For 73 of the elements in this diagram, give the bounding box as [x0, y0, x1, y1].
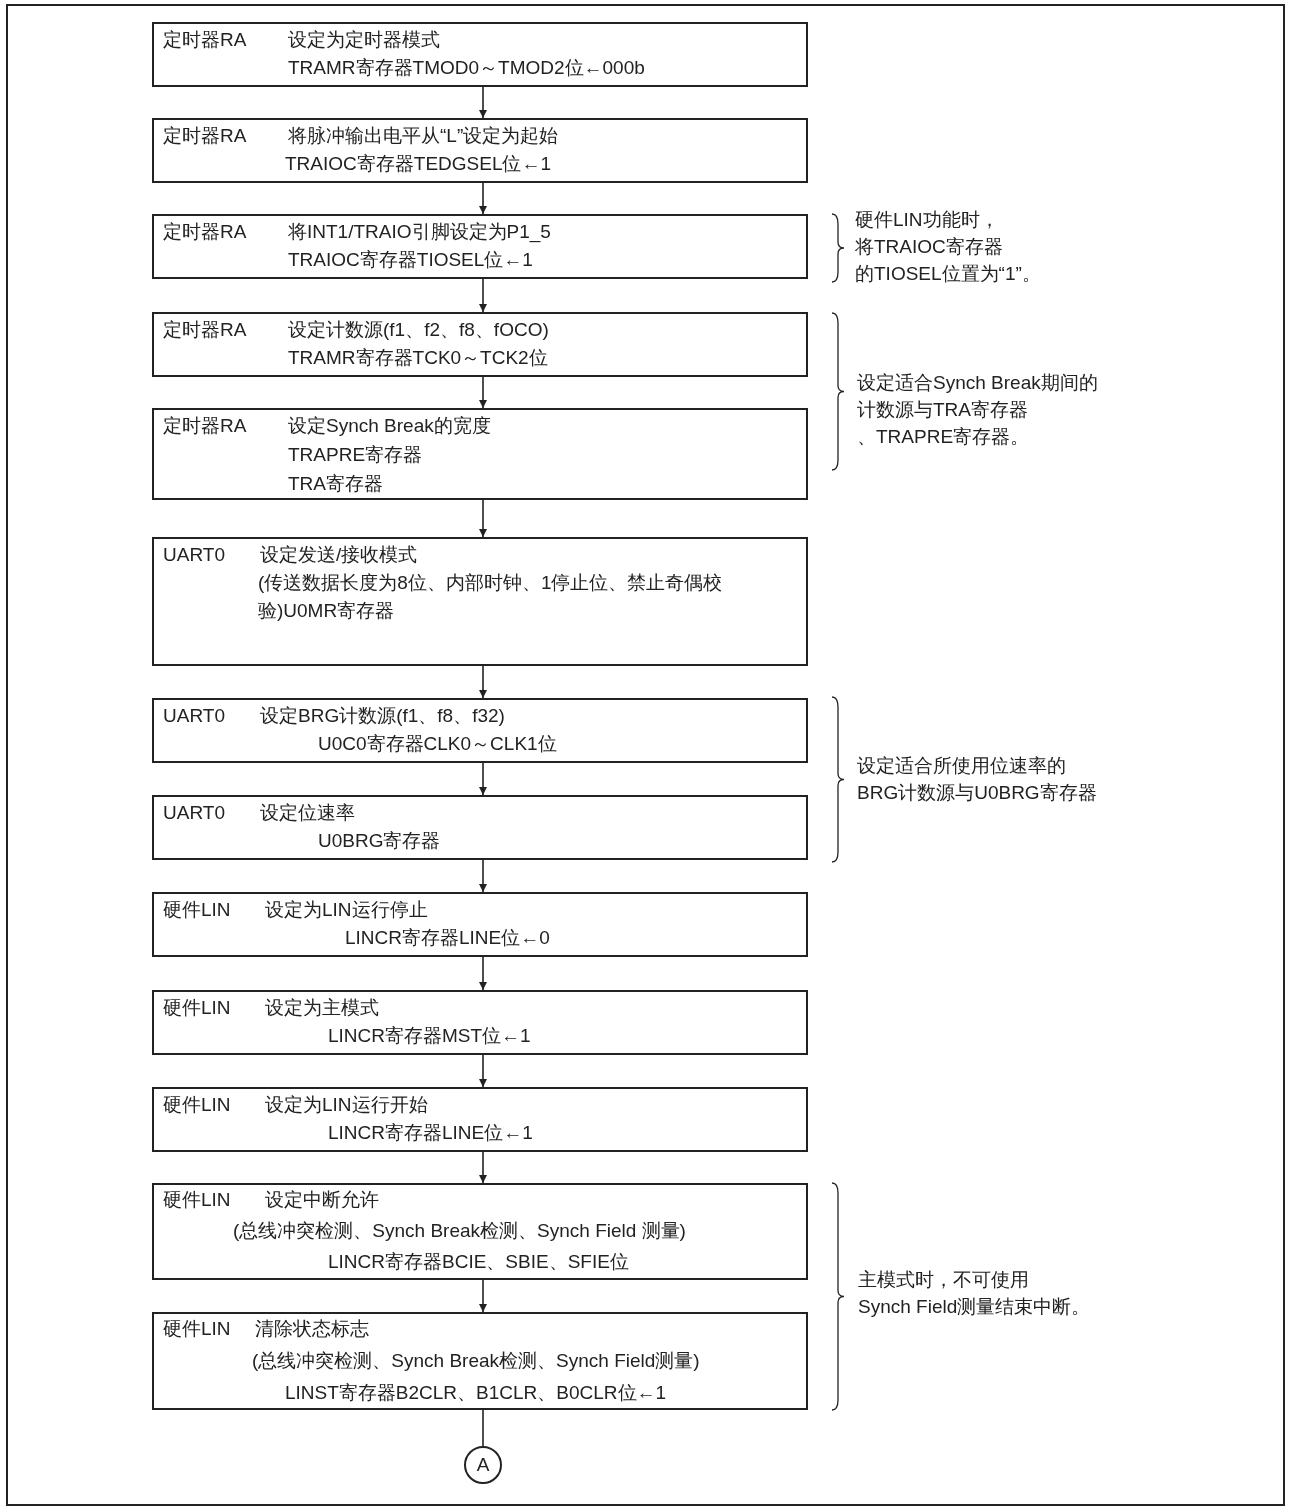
process-box — [152, 214, 808, 279]
process-box — [152, 990, 808, 1055]
note-text: 设定适合所使用位速率的BRG计数源与U0BRG寄存器 — [857, 754, 1098, 805]
arrow — [479, 182, 487, 215]
register-text: LINCR寄存器BCIE、SBIE、SFIE位 — [328, 1250, 629, 1274]
register-text: TRA寄存器 — [288, 472, 383, 496]
step-text: 设定为定时器模式 — [288, 28, 440, 52]
register-text: (传送数据长度为8位、内部时钟、1停止位、禁止奇偶校验)U0MR寄存器 — [258, 571, 723, 623]
register-text: LINCR寄存器LINE位←1 — [328, 1121, 533, 1145]
step-text: 设定为LIN运行停止 — [265, 898, 428, 922]
process-box — [152, 698, 808, 763]
note-text: 设定适合Synch Break期间的计数源与TRA寄存器、TRAPRE寄存器。 — [857, 371, 1099, 449]
step-text: 设定发送/接收模式 — [260, 543, 418, 567]
process-box — [152, 795, 808, 860]
process-box — [152, 118, 808, 183]
arrow — [479, 1054, 487, 1088]
module-label: 硬件LIN — [163, 996, 231, 1020]
arrow — [479, 1151, 487, 1184]
module-label: 硬件LIN — [163, 1188, 231, 1212]
register-text: (总线冲突检测、Synch Break检测、Synch Field测量) — [252, 1349, 700, 1373]
register-text: LINCR寄存器MST位←1 — [328, 1024, 531, 1048]
arrow — [479, 762, 487, 796]
step-text: 设定BRG计数源(f1、f8、f32) — [260, 704, 505, 728]
process-box — [152, 1087, 808, 1152]
step-text: 设定为LIN运行开始 — [265, 1093, 428, 1117]
process-box — [152, 408, 808, 500]
arrow — [479, 376, 487, 409]
module-label: UART0 — [163, 801, 225, 825]
note-text: 硬件LIN功能时，将TRAIOC寄存器的TIOSEL位置为“1”。 — [855, 208, 1042, 286]
arrow — [479, 499, 487, 538]
step-text: 设定计数源(f1、f2、f8、fOCO) — [288, 318, 549, 342]
arrow — [479, 665, 487, 699]
step-text: 设定位速率 — [260, 801, 355, 825]
module-label: 定时器RA — [163, 414, 247, 438]
register-text: TRAMR寄存器TMOD0～TMOD2位←000b — [288, 56, 645, 80]
register-text: TRAMR寄存器TCK0～TCK2位 — [288, 346, 548, 370]
register-text: TRAPRE寄存器 — [288, 443, 423, 467]
process-box — [152, 1183, 808, 1280]
step-text: 清除状态标志 — [255, 1317, 369, 1341]
step-text: 设定中断允许 — [265, 1188, 379, 1212]
module-label: 硬件LIN — [163, 1317, 231, 1341]
step-text: 设定为主模式 — [265, 996, 379, 1020]
process-box — [152, 1312, 808, 1410]
step-text: 设定Synch Break的宽度 — [288, 414, 491, 438]
module-label: 定时器RA — [163, 28, 247, 52]
register-text: U0C0寄存器CLK0～CLK1位 — [318, 732, 557, 756]
process-box — [152, 22, 808, 87]
arrow — [479, 86, 487, 119]
arrow — [479, 278, 487, 313]
module-label: 定时器RA — [163, 124, 247, 148]
module-label: UART0 — [163, 704, 225, 728]
step-text: 将脉冲输出电平从“L”设定为起始 — [288, 124, 559, 148]
register-text: (总线冲突检测、Synch Break检测、Synch Field 测量) — [233, 1219, 686, 1243]
register-text: U0BRG寄存器 — [318, 829, 441, 853]
module-label: 硬件LIN — [163, 1093, 231, 1117]
process-box — [152, 537, 808, 666]
register-text: TRAIOC寄存器TEDGSEL位←1 — [285, 152, 552, 176]
register-text: LINCR寄存器LINE位←0 — [345, 926, 550, 950]
module-label: UART0 — [163, 543, 225, 567]
register-text: TRAIOC寄存器TIOSEL位←1 — [288, 248, 533, 272]
module-label: 定时器RA — [163, 220, 247, 244]
connector-circle: A — [464, 1446, 502, 1484]
process-box — [152, 892, 808, 957]
module-label: 定时器RA — [163, 318, 247, 342]
arrow — [479, 859, 487, 893]
module-label: 硬件LIN — [163, 898, 231, 922]
step-text: 将INT1/TRAIO引脚设定为P1_5 — [288, 220, 551, 245]
arrow — [479, 1279, 487, 1313]
connector-line — [482, 1409, 484, 1447]
process-box — [152, 312, 808, 377]
register-text: LINST寄存器B2CLR、B1CLR、B0CLR位←1 — [285, 1381, 667, 1405]
note-text: 主模式时，不可使用Synch Field测量结束中断。 — [858, 1268, 1092, 1319]
arrow — [479, 956, 487, 991]
